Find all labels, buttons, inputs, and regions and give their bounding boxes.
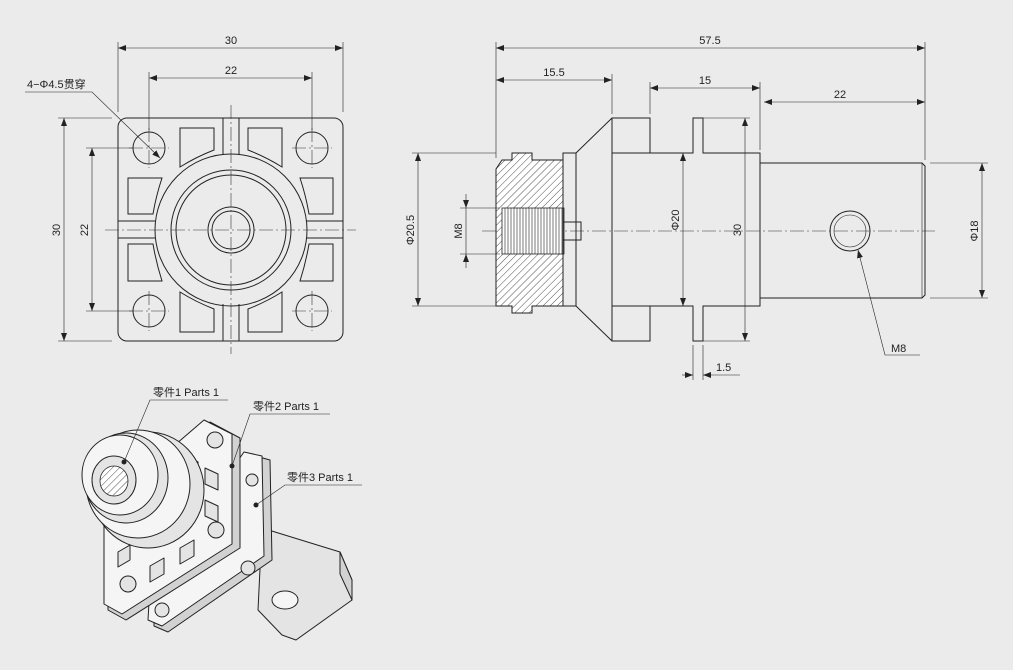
flange-offset-label: 15.5 — [543, 67, 564, 79]
thread-label: M8 — [453, 223, 465, 238]
hole-note: 4−Φ4.5贯穿 — [25, 77, 161, 159]
part3-label: 零件3 Parts 1 — [287, 471, 353, 484]
flange-height-label: 30 — [732, 224, 744, 236]
inner-dia-label: Φ20 — [670, 209, 682, 230]
dim-holespacing-v-22: 22 — [79, 147, 133, 312]
isometric-view: 零件1 Parts 1 零件2 Parts 1 零件3 Parts 1 — [81, 386, 362, 641]
body-length-label: 15 — [699, 75, 711, 87]
dim-phi-20: Φ20 — [670, 153, 686, 306]
dim-height-30: 30 — [51, 117, 112, 342]
dim-15-5: 15.5 — [496, 67, 613, 114]
dim-30-flange: 30 — [703, 117, 750, 342]
front-hole-spacing-v-label: 22 — [79, 224, 91, 236]
front-view: 30 22 30 22 4−Φ4.5贯穿 — [25, 35, 356, 354]
part1-label: 零件1 Parts 1 — [153, 386, 219, 399]
dim-22: 22 — [764, 89, 925, 105]
pin-dia-label: Φ18 — [969, 220, 981, 241]
front-flange-outline — [117, 117, 344, 342]
dim-phi-18: Φ18 — [930, 162, 988, 299]
front-width-label: 30 — [225, 35, 237, 47]
iso-leader-part2: 零件2 Parts 1 — [229, 400, 330, 469]
front-hole-spacing-h-label: 22 — [225, 65, 237, 77]
iso-leader-part1: 零件1 Parts 1 — [121, 386, 228, 465]
hole-note-label: 4−Φ4.5贯穿 — [27, 77, 86, 91]
dim-1-5: 1.5 — [682, 345, 740, 380]
part2-label: 零件2 Parts 1 — [253, 400, 319, 413]
dim-phi-20-5: Φ20.5 — [405, 152, 496, 307]
dim-width-30: 30 — [117, 35, 344, 112]
front-height-label: 30 — [51, 224, 63, 236]
pin-thread-label: M8 — [891, 343, 906, 355]
thread-zone — [501, 207, 565, 255]
window-cutouts — [127, 127, 334, 333]
side-view: 57.5 15.5 15 22 Φ20.5 — [405, 35, 988, 380]
side-pin — [760, 162, 926, 299]
iso-flange-windows — [117, 431, 225, 593]
pin-thread-hole — [829, 210, 871, 252]
dim-holespacing-22: 22 — [148, 65, 313, 130]
screw-tip — [562, 221, 582, 241]
side-body — [562, 117, 761, 342]
pin-length-label: 22 — [834, 89, 846, 101]
dim-15: 15 — [649, 75, 761, 150]
iso-leader-part3: 零件3 Parts 1 — [253, 471, 362, 508]
dim-m8-left: M8 — [453, 194, 500, 268]
plate-thickness-label: 1.5 — [716, 362, 731, 374]
total-length-label: 57.5 — [699, 35, 720, 47]
dim-total-57-5: 57.5 — [495, 35, 926, 160]
outer-dia-label: Φ20.5 — [405, 215, 417, 245]
thread-lines — [504, 208, 563, 254]
hole-centerlines — [129, 128, 332, 331]
dim-m8-pin: M8 — [857, 249, 920, 356]
cross-ribs — [118, 118, 343, 341]
iso-pin-hole — [271, 590, 299, 610]
